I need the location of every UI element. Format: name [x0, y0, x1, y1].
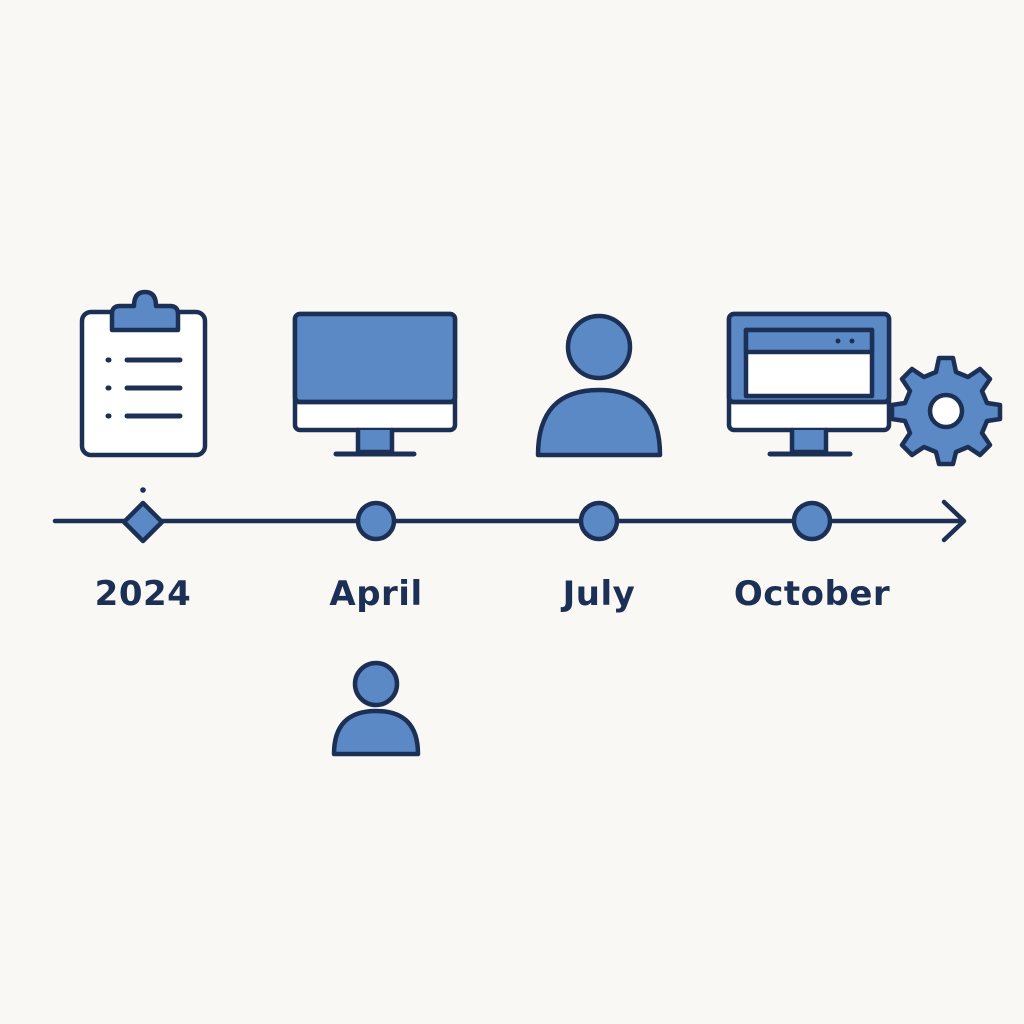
monitor-icon: [292, 311, 458, 457]
milestone-marker-october: [791, 500, 833, 542]
person-icon: [331, 660, 421, 757]
milestone-label-2024: 2024: [94, 574, 192, 614]
arrow-head-icon: [941, 499, 967, 543]
milestone-marker-april: [355, 500, 397, 542]
gear-icon: [889, 355, 1003, 467]
milestone-label-october: October: [733, 574, 891, 614]
milestone-marker-2024: [121, 500, 165, 544]
milestone-label-april: April: [329, 574, 423, 614]
milestone-label-july: July: [562, 574, 636, 614]
clipboard-checklist-icon: [79, 289, 208, 458]
person-icon: [535, 313, 663, 458]
dot-marker: [140, 487, 146, 493]
milestone-marker-july: [578, 500, 620, 542]
monitor-settings-icon: [726, 311, 1003, 467]
